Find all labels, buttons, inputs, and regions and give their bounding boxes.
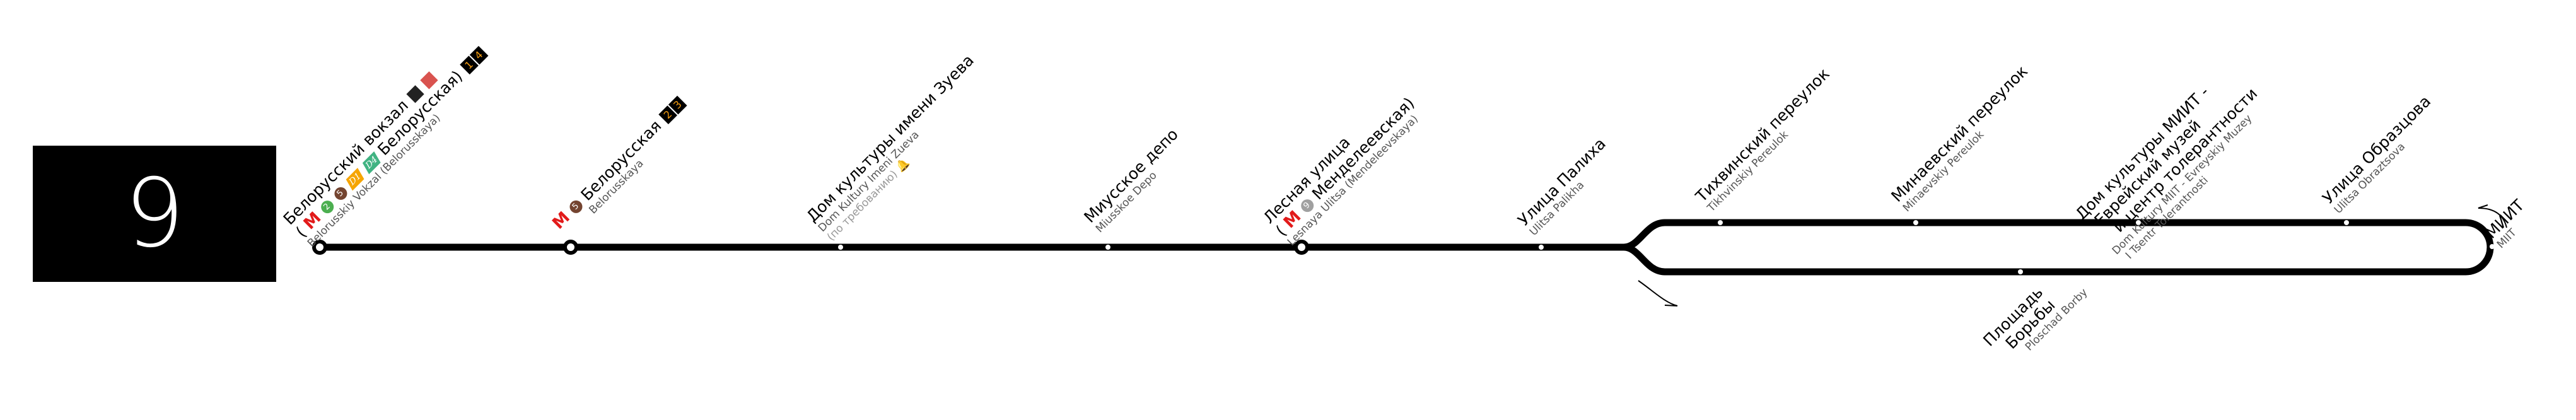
station-marker bbox=[2490, 244, 2495, 249]
station-transfer-marker bbox=[563, 240, 578, 255]
station-marker bbox=[1913, 220, 1918, 225]
direction-arrow-icon bbox=[2478, 204, 2507, 228]
station-marker bbox=[1539, 245, 1544, 250]
station-terminal-marker bbox=[312, 240, 327, 255]
station-marker bbox=[1105, 245, 1110, 250]
route-number-badge: 9 bbox=[33, 146, 276, 282]
station-marker bbox=[2344, 220, 2349, 225]
station-transfer-marker bbox=[1294, 240, 1309, 255]
station-marker bbox=[838, 245, 843, 250]
direction-arrow-icon bbox=[1638, 280, 1678, 306]
station-marker bbox=[2018, 269, 2023, 274]
station-marker bbox=[1718, 220, 1723, 225]
station-marker bbox=[2136, 220, 2141, 225]
